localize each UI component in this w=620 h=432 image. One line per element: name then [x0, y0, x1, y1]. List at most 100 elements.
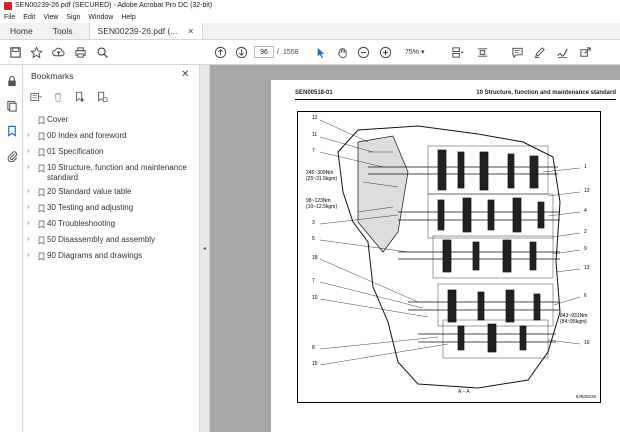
- select-cursor-icon[interactable]: [313, 45, 327, 59]
- callout-6: 6: [584, 293, 587, 299]
- figure-id: 9JB05036: [575, 394, 596, 399]
- callout-18: 18: [312, 255, 318, 261]
- tab-document[interactable]: SEN00239-26.pdf (... ✕: [88, 23, 204, 39]
- callout-16: 16: [584, 340, 590, 346]
- chevron-right-icon[interactable]: ›: [27, 188, 30, 195]
- zoom-out-icon[interactable]: [356, 45, 370, 59]
- menu-window[interactable]: Window: [88, 13, 114, 21]
- header-rule: [295, 99, 616, 100]
- chevron-left-icon: ◂: [202, 246, 206, 252]
- transmission-cross-section-figure: 12 11 7 245~309Nm {25~31.5kgm} 98~123Nm …: [297, 111, 601, 403]
- callout-5: 5: [312, 236, 315, 242]
- bookmark-label: 10 Structure, function and maintenance s…: [47, 163, 187, 182]
- star-icon[interactable]: [29, 45, 43, 59]
- bookmark-icon: [35, 163, 47, 173]
- bookmark-01-specification[interactable]: › 01 Specification: [23, 145, 200, 161]
- bookmark-panel-icon[interactable]: [5, 124, 18, 137]
- document-viewer[interactable]: SEN00518-01 10 Structure, function and m…: [210, 65, 620, 432]
- bookmark-label: 01 Specification: [47, 147, 104, 156]
- next-page-icon[interactable]: [234, 45, 248, 59]
- menu-sign[interactable]: Sign: [66, 13, 81, 21]
- page-thumbnails-icon[interactable]: [5, 99, 18, 112]
- print-icon[interactable]: [73, 45, 87, 59]
- chevron-right-icon[interactable]: ›: [27, 220, 30, 227]
- left-navigation-rail: [0, 65, 23, 432]
- new-bookmark-icon[interactable]: [73, 90, 87, 104]
- bookmark-icon: [35, 251, 47, 261]
- close-icon[interactable]: ✕: [181, 69, 190, 80]
- torque-spec-3-kgm: {84~95kgm}: [560, 319, 587, 325]
- bookmark-50-disassembly[interactable]: › 50 Disassembly and assembly: [23, 233, 200, 249]
- callout-9: 9: [584, 246, 587, 252]
- chevron-right-icon[interactable]: ›: [27, 236, 30, 243]
- bookmark-label: 30 Testing and adjusting: [47, 203, 134, 212]
- page-header-section: 10 Structure, function and maintenance s…: [476, 90, 616, 96]
- share-icon[interactable]: [578, 45, 592, 59]
- bookmark-icon: [35, 187, 47, 197]
- bookmark-40-troubleshooting[interactable]: › 40 Troubleshooting: [23, 217, 200, 233]
- fill-sign-icon[interactable]: [555, 45, 569, 59]
- callout-4: 4: [584, 208, 587, 214]
- title-bar: SEN00239-26.pdf (SECURED) - Adobe Acroba…: [0, 0, 620, 11]
- chevron-right-icon[interactable]: ›: [27, 252, 30, 259]
- torque-spec-2-kgm: {10~12.5kgm}: [306, 204, 337, 210]
- lock-icon[interactable]: [5, 74, 18, 87]
- bookmark-label: 90 Diagrams and drawings: [47, 251, 143, 260]
- callout-15: 15: [312, 361, 318, 367]
- bookmark-10-structure[interactable]: › 10 Structure, function and maintenance…: [23, 161, 200, 185]
- bookmark-30-testing[interactable]: › 30 Testing and adjusting: [23, 201, 200, 217]
- callout-10: 10: [312, 295, 318, 301]
- bookmark-cover[interactable]: Cover: [23, 113, 200, 129]
- bookmark-90-diagrams[interactable]: › 90 Diagrams and drawings: [23, 249, 200, 265]
- callout-8: 8: [312, 345, 315, 351]
- bookmark-label: Cover: [47, 115, 69, 124]
- bookmark-icon: [35, 219, 47, 229]
- save-icon[interactable]: [8, 45, 22, 59]
- expand-bookmark-icon[interactable]: [95, 90, 109, 104]
- search-icon[interactable]: [95, 45, 109, 59]
- menu-help[interactable]: Help: [121, 13, 136, 21]
- cloud-upload-icon[interactable]: [51, 45, 65, 59]
- chevron-right-icon[interactable]: ›: [27, 204, 30, 211]
- bookmark-20-standard-value[interactable]: › 20 Standard value table: [23, 185, 200, 201]
- transmission-drawing: [319, 119, 581, 389]
- tab-bar: Home Tools SEN00239-26.pdf (... ✕: [0, 23, 620, 40]
- options-menu-icon[interactable]: [29, 90, 43, 104]
- acrobat-app-icon: [4, 1, 12, 10]
- pdf-page: SEN00518-01 10 Structure, function and m…: [271, 80, 620, 432]
- bookmark-label: 20 Standard value table: [47, 187, 132, 196]
- menu-edit[interactable]: Edit: [23, 13, 36, 21]
- bookmark-00-index[interactable]: › 00 Index and foreword: [23, 129, 200, 145]
- tab-document-label: SEN00239-26.pdf (...: [97, 26, 178, 36]
- tab-home[interactable]: Home: [10, 26, 33, 36]
- tab-tools[interactable]: Tools: [52, 26, 73, 36]
- chevron-right-icon[interactable]: ›: [27, 148, 30, 155]
- close-icon[interactable]: ✕: [187, 26, 195, 36]
- bookmark-icon: [35, 235, 47, 245]
- torque-spec-1-kgm: {25~31.5kgm}: [306, 176, 337, 182]
- zoom-level-value: 75%: [405, 48, 420, 56]
- highlight-pen-icon[interactable]: [532, 45, 546, 59]
- zoom-level-select[interactable]: 75% ▾: [405, 46, 431, 58]
- menu-view[interactable]: View: [43, 13, 59, 21]
- panel-collapse-handle[interactable]: ◂: [200, 65, 210, 432]
- callout-12: 12: [312, 115, 318, 121]
- bookmarks-panel: Bookmarks ✕ Cover › 00 Index and forewor…: [23, 65, 200, 432]
- page-display-icon[interactable]: [450, 45, 464, 59]
- comment-icon[interactable]: [510, 45, 524, 59]
- torque-spec-2: 98~123Nm: [306, 198, 331, 204]
- zoom-in-icon[interactable]: [378, 45, 392, 59]
- callout-11: 11: [312, 132, 318, 138]
- chevron-right-icon[interactable]: ›: [27, 132, 30, 139]
- scroll-mode-icon[interactable]: [475, 45, 489, 59]
- delete-icon[interactable]: [51, 90, 65, 104]
- menu-file[interactable]: File: [4, 13, 16, 21]
- previous-page-icon[interactable]: [213, 45, 227, 59]
- page-separator: /: [277, 49, 279, 56]
- page-number-input[interactable]: 96: [254, 46, 274, 58]
- hand-tool-icon[interactable]: [335, 45, 349, 59]
- attachment-icon[interactable]: [5, 149, 18, 162]
- bookmark-label: 40 Troubleshooting: [47, 219, 116, 228]
- bookmark-label: 50 Disassembly and assembly: [47, 235, 156, 244]
- chevron-right-icon[interactable]: ›: [27, 164, 30, 171]
